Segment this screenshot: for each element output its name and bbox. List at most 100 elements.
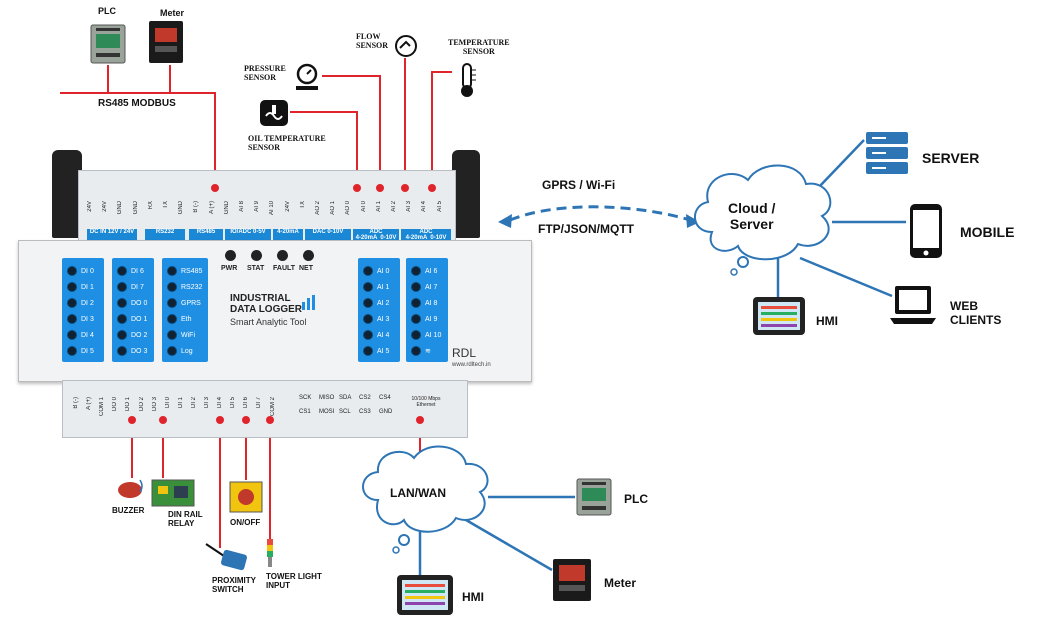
oil-temp-sensor-label: OIL TEMPERATURE SENSOR bbox=[248, 134, 326, 153]
terminal-dot bbox=[159, 416, 167, 424]
rs485-wire bbox=[60, 92, 216, 185]
relay-label: DIN RAIL RELAY bbox=[168, 510, 203, 529]
ethernet-label: 10/100 Mbps Ethernet bbox=[411, 396, 441, 408]
lan-meter-icon bbox=[553, 559, 591, 601]
terminal-dot bbox=[376, 184, 384, 192]
device-title-line2: DATA LOGGER bbox=[230, 304, 303, 315]
lan-plc-label: PLC bbox=[624, 492, 648, 506]
indicator-dot bbox=[117, 330, 127, 340]
panel-ai-a-label: AI 4 bbox=[377, 331, 390, 339]
panel-di-row: DI 1 bbox=[67, 280, 94, 294]
cloud-label: Cloud / Server bbox=[728, 200, 776, 233]
cloud-web-line bbox=[799, 256, 893, 298]
panel-ai-b-row: AI 6 bbox=[411, 264, 437, 278]
indicator-dot bbox=[411, 314, 421, 324]
panel-di-label: DI 3 bbox=[81, 315, 94, 323]
indicator-dot bbox=[67, 346, 77, 356]
buzzer-icon bbox=[118, 479, 143, 498]
web-clients-label: WEB CLIENTS bbox=[950, 299, 1002, 327]
indicator-dot bbox=[117, 266, 127, 276]
panel-comm-label: GPRS bbox=[181, 299, 201, 307]
lan-cloud-shape bbox=[362, 445, 489, 533]
indicator-dot bbox=[167, 346, 177, 356]
pressure-sensor-label: PRESSURE SENSOR bbox=[244, 64, 286, 83]
logo-bars-icon bbox=[302, 295, 315, 310]
panel-comm-row: Eth bbox=[167, 312, 192, 326]
tower-light-icon bbox=[267, 539, 273, 567]
top-strip-label: ADC 4-20mA 0-10V bbox=[401, 229, 451, 241]
indicator-dot bbox=[363, 346, 373, 356]
panel-comm-row: Log bbox=[167, 344, 193, 358]
panel-ai-b-label: AI 7 bbox=[425, 283, 438, 291]
gprs-label: GPRS / Wi-Fi bbox=[542, 178, 616, 192]
panel-di-row: DI 2 bbox=[67, 296, 94, 310]
spi-bottom-label: CS3 bbox=[359, 409, 371, 415]
panel-di-row: DI 0 bbox=[67, 264, 94, 278]
indicator-dot bbox=[67, 282, 77, 292]
panel-ai-b-row: AI 7 bbox=[411, 280, 437, 294]
spi-bottom-label: MOSI bbox=[319, 409, 335, 415]
cloud-shape bbox=[694, 164, 832, 261]
indicator-dot bbox=[117, 298, 127, 308]
indicator-dot bbox=[411, 330, 421, 340]
panel-do-row: DO 2 bbox=[117, 328, 147, 342]
tower-label: TOWER LIGHT INPUT bbox=[266, 572, 322, 591]
indicator-dot bbox=[411, 282, 421, 292]
panel-do-label: DO 1 bbox=[131, 315, 148, 323]
spi-bottom-label: CS1 bbox=[299, 409, 311, 415]
indicator-dot bbox=[167, 282, 177, 292]
panel-ai-a-row: AI 0 bbox=[363, 264, 389, 278]
panel-do-label: DO 0 bbox=[131, 299, 148, 307]
panel-ai-a-row: AI 1 bbox=[363, 280, 389, 294]
top-strip-label: DAC 0-10V bbox=[305, 229, 351, 241]
status-led bbox=[251, 250, 262, 261]
cloud-hmi-label: HMI bbox=[816, 314, 838, 328]
right-antenna bbox=[452, 150, 480, 238]
indicator-dot bbox=[363, 282, 373, 292]
arrow-left bbox=[498, 214, 512, 228]
oil-temp-sensor-icon bbox=[260, 100, 288, 126]
buzzer-label: BUZZER bbox=[112, 506, 145, 515]
indicator-dot bbox=[67, 330, 77, 340]
indicator-dot bbox=[167, 298, 177, 308]
wifi-icon: ≋ bbox=[425, 348, 431, 355]
cloud-hmi-icon bbox=[753, 297, 805, 335]
mobile-icon bbox=[910, 204, 942, 258]
panel-di-row: DI 5 bbox=[67, 344, 94, 358]
panel-comm-row: RS232 bbox=[167, 280, 202, 294]
cloud-server-line bbox=[817, 139, 865, 189]
panel-ai-a-label: AI 0 bbox=[377, 267, 390, 275]
terminal-dot bbox=[353, 184, 361, 192]
status-led-label: PWR bbox=[221, 265, 238, 272]
lan-hmi-label: HMI bbox=[462, 590, 484, 604]
mobile-label: MOBILE bbox=[960, 224, 1015, 240]
ftp-label: FTP/JSON/MQTT bbox=[538, 222, 634, 236]
panel-comm-label: RS485 bbox=[181, 267, 203, 275]
spi-top-label: SDA bbox=[339, 395, 352, 401]
status-led-label: FAULT bbox=[273, 265, 296, 272]
indicator-dot bbox=[117, 346, 127, 356]
terminal-dot bbox=[428, 184, 436, 192]
panel-comm-row: RS485 bbox=[167, 264, 202, 278]
temperature-sensor-label: TEMPERATURE SENSOR bbox=[448, 38, 510, 57]
indicator-dot bbox=[411, 298, 421, 308]
panel-do-label: DO 2 bbox=[131, 331, 148, 339]
indicator-dot bbox=[363, 266, 373, 276]
panel-do-row: DO 1 bbox=[117, 312, 147, 326]
proximity-label: PROXIMITY SWITCH bbox=[212, 576, 257, 595]
spi-top-label: SCK bbox=[299, 395, 312, 401]
meter-icon bbox=[149, 21, 183, 63]
panel-ai-a-row: AI 4 bbox=[363, 328, 389, 342]
left-antenna bbox=[52, 150, 82, 238]
top-plc-label: PLC bbox=[98, 6, 116, 16]
panel-ai-b-row: AI 10 bbox=[411, 328, 441, 342]
indicator-dot bbox=[363, 298, 373, 308]
